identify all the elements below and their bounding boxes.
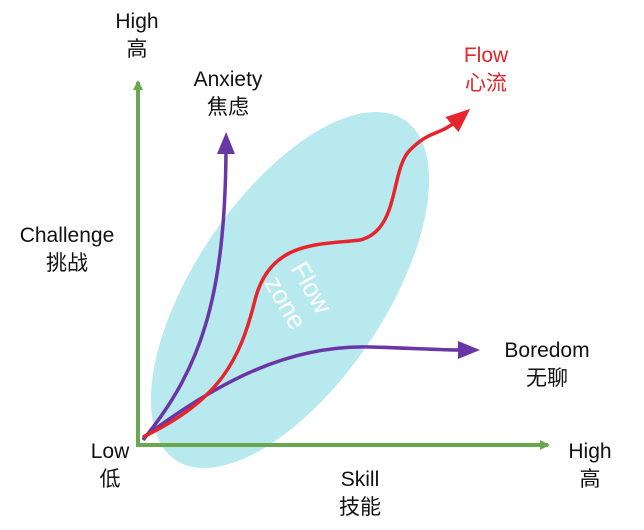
anxiety-curve	[141, 132, 235, 442]
flow-curve	[142, 108, 471, 439]
